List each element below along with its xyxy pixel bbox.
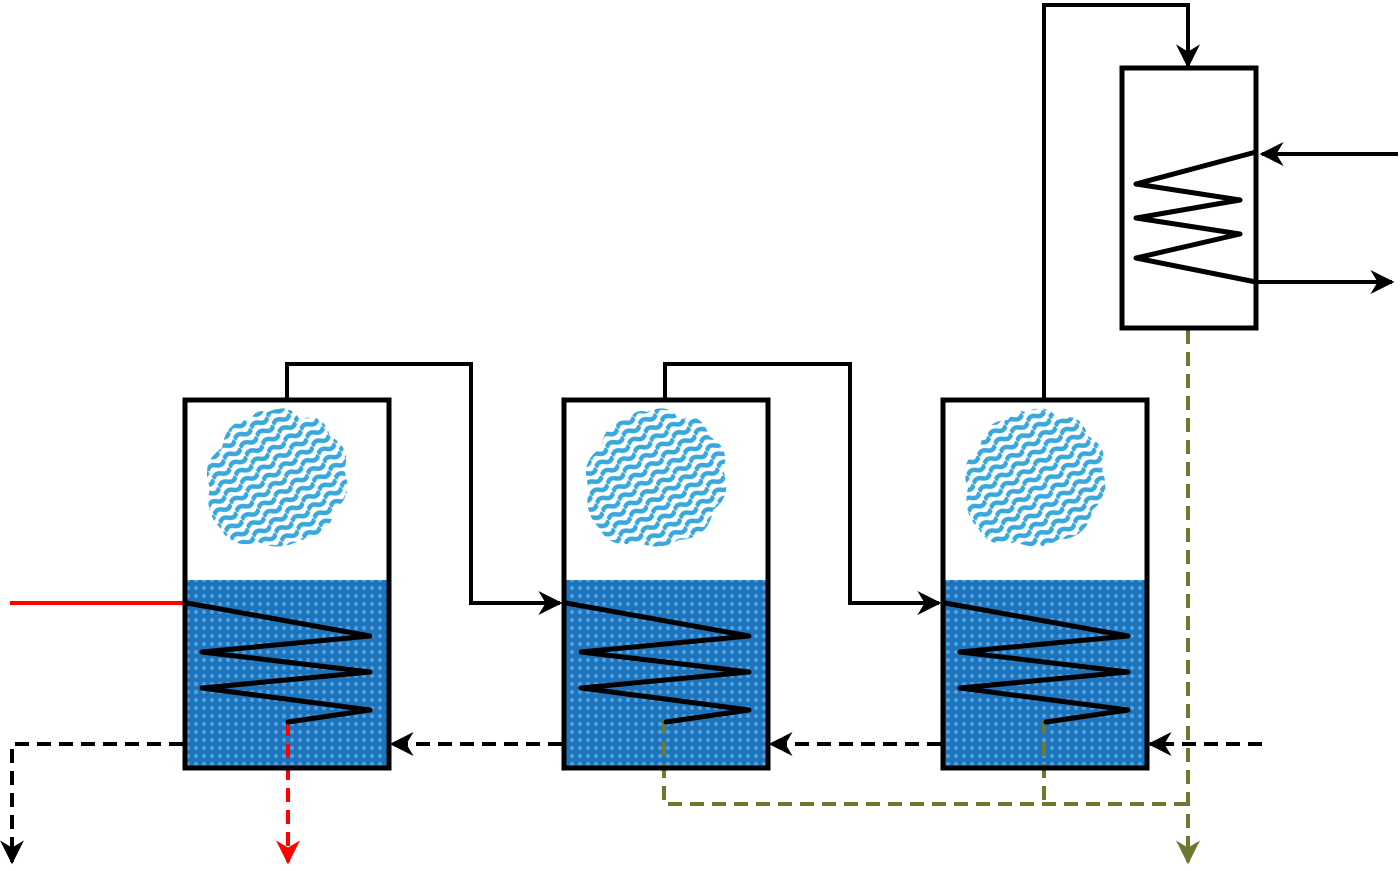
heating-steam [10,601,300,865]
vapor-lines [285,3,1200,615]
evaporator-effect-2 [564,408,768,768]
concentrate-outlet [0,742,183,865]
vapor-cloud-icon [206,408,348,547]
coil-effect-1 [184,600,373,725]
vessel-outline-2 [561,397,771,771]
vessel-outlines [182,397,1150,771]
vapor-cloud-icon [964,408,1106,547]
coil-effect-3 [942,600,1131,725]
vapor-2-to-3 [663,362,942,615]
coil-effect-2 [563,600,752,725]
vapor-1-to-2 [285,362,563,615]
vessel-outline-1 [182,397,392,771]
vapor-3-to-condenser [1042,3,1200,400]
feed-liquid-flow [0,732,1262,865]
condensate-collection [662,330,1200,865]
vapor-cloud-icon [585,408,727,547]
condenser [1119,65,1398,331]
heating-coils [184,600,1131,725]
coil-icon [1133,149,1259,285]
vessel-outline-3 [940,397,1150,771]
